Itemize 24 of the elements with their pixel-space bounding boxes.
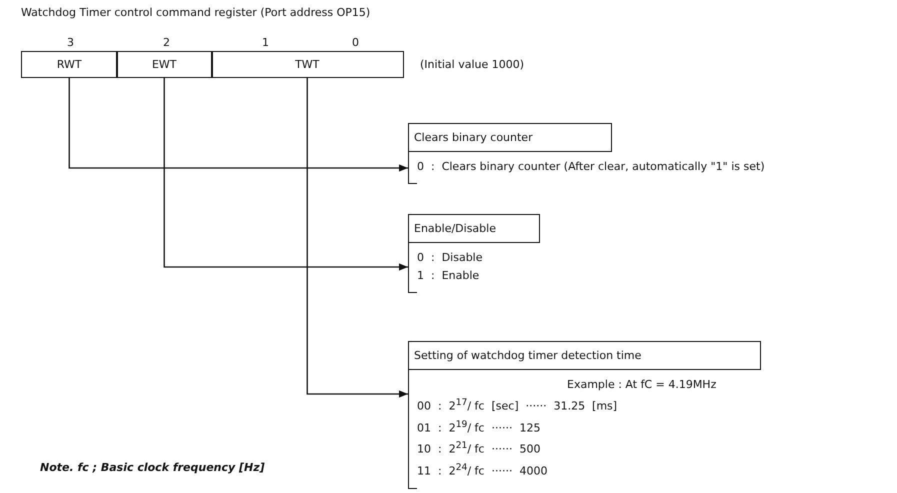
arrow: [306, 78, 408, 398]
setting-value: 00 : 2$^{17}$/ fc [sec] ······ 31.25 [ms]: [417, 396, 618, 415]
arrow: [68, 78, 408, 172]
bit-number: 3: [67, 36, 74, 50]
section-heading: Setting of watchdog timer detection time: [408, 341, 761, 370]
section-heading: Clears binary counter: [408, 123, 612, 152]
bit-number: 0: [352, 36, 359, 50]
setting-value: 0 : Clears binary counter (After clear, automatically "1" is set): [417, 159, 765, 175]
bit-number: 1: [262, 36, 269, 50]
register-bit-field: RWT: [21, 51, 118, 78]
setting-value: 01 : 2$^{19}$/ fc ······ 125: [417, 418, 542, 436]
register-bit-field: EWT: [116, 51, 212, 78]
section-heading: Enable/Disable: [408, 214, 540, 243]
setting-value: 0 : Disable: [417, 250, 484, 266]
arrow: [164, 78, 408, 271]
example-note: Example : At fC = 4.19MHz: [566, 377, 718, 393]
note: Note. fc ; Basic clock frequency [Hz]: [40, 461, 265, 475]
bit-number: 2: [163, 36, 170, 50]
initial-value-note: (Initial value 1000): [420, 58, 524, 72]
setting-value: 1 : Enable: [417, 268, 480, 284]
register-bit-field: TWT: [211, 51, 404, 78]
title: Watchdog Timer control command register (Port address OP15): [21, 6, 370, 20]
setting-value: 11 : 2$^{24}$/ fc ······ 4000: [417, 460, 548, 480]
setting-value: 10 : 2$^{21}$/ fc ······ 500: [417, 439, 542, 458]
